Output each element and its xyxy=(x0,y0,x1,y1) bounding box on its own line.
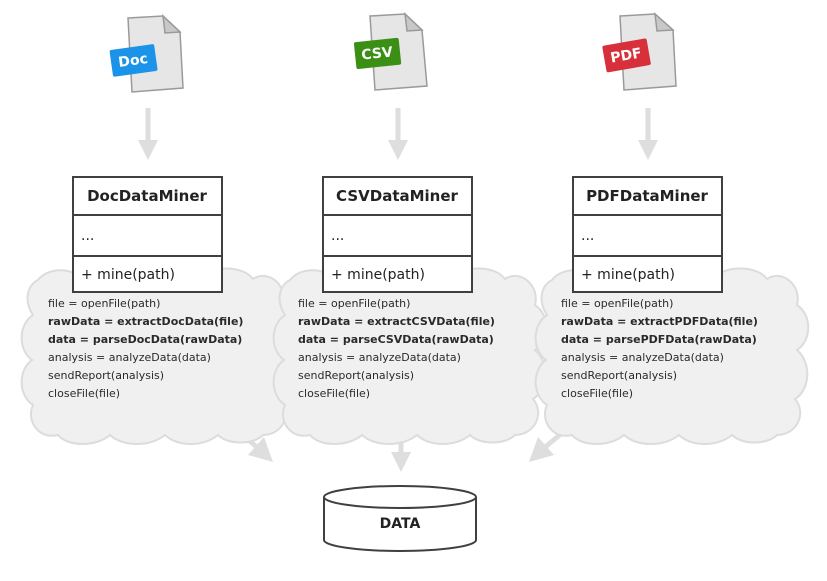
code-line: sendReport(analysis) xyxy=(298,369,414,382)
csv-file-icon: CSV xyxy=(353,12,428,91)
code-line: file = openFile(path) xyxy=(561,297,673,310)
code-line: sendReport(analysis) xyxy=(48,369,164,382)
code-line: analysis = analyzeData(data) xyxy=(48,351,211,364)
pdf-file-badge xyxy=(602,38,651,73)
csv-down-arrow xyxy=(388,108,408,160)
column-csv: CSV CSVDataMiner ... + mine(path) file =… xyxy=(272,12,548,445)
doc-class-attributes: ... xyxy=(81,228,94,244)
csv-file-badge xyxy=(353,37,402,70)
doc-file-badge xyxy=(109,44,158,77)
code-line: analysis = analyzeData(data) xyxy=(561,351,724,364)
pdf-method-code: file = openFile(path) rawData = extractP… xyxy=(561,297,758,400)
doc-class-method: + mine(path) xyxy=(81,267,175,283)
csv-class-attributes: ... xyxy=(331,228,344,244)
code-line: rawData = extractDocData(file) xyxy=(48,315,243,328)
pdf-down-arrow xyxy=(638,108,658,160)
code-line: closeFile(file) xyxy=(561,387,633,400)
code-line: file = openFile(path) xyxy=(48,297,160,310)
pdf-class-method: + mine(path) xyxy=(581,267,675,283)
column-doc: Doc DocDataMiner ... + mine(path) file =… xyxy=(20,14,296,445)
code-line: file = openFile(path) xyxy=(298,297,410,310)
code-line: data = parsePDFData(rawData) xyxy=(561,333,757,346)
doc-file-label: Doc xyxy=(117,51,148,71)
csv-class-name: CSVDataMiner xyxy=(336,187,458,205)
csv-method-code: file = openFile(path) rawData = extractC… xyxy=(298,297,495,400)
data-database-cylinder: DATA xyxy=(323,485,477,552)
code-line: data = parseDocData(rawData) xyxy=(48,333,242,346)
code-line: analysis = analyzeData(data) xyxy=(298,351,461,364)
code-line: rawData = extractPDFData(file) xyxy=(561,315,758,328)
code-line: rawData = extractCSVData(file) xyxy=(298,315,495,328)
csv-class-method: + mine(path) xyxy=(331,267,425,283)
code-line: sendReport(analysis) xyxy=(561,369,677,382)
database-label: DATA xyxy=(380,516,421,532)
doc-down-arrow xyxy=(138,108,158,160)
code-line: closeFile(file) xyxy=(48,387,120,400)
doc-file-icon: Doc xyxy=(109,14,184,93)
pdf-class-box: PDFDataMiner ... + mine(path) xyxy=(572,176,723,293)
csv-class-box: CSVDataMiner ... + mine(path) xyxy=(322,176,473,293)
pdf-class-attributes: ... xyxy=(581,228,594,244)
doc-method-code: file = openFile(path) rawData = extractD… xyxy=(48,297,243,400)
column-pdf: PDF PDFDataMiner ... + mine(path) file =… xyxy=(534,12,810,445)
pdf-file-icon: PDF xyxy=(602,12,677,91)
code-line: closeFile(file) xyxy=(298,387,370,400)
doc-class-name: DocDataMiner xyxy=(87,187,207,205)
code-line: data = parseCSVData(rawData) xyxy=(298,333,494,346)
doc-class-box: DocDataMiner ... + mine(path) xyxy=(72,176,223,293)
csv-file-label: CSV xyxy=(361,44,394,63)
pdf-class-name: PDFDataMiner xyxy=(586,187,708,205)
pdf-file-label: PDF xyxy=(609,45,643,66)
